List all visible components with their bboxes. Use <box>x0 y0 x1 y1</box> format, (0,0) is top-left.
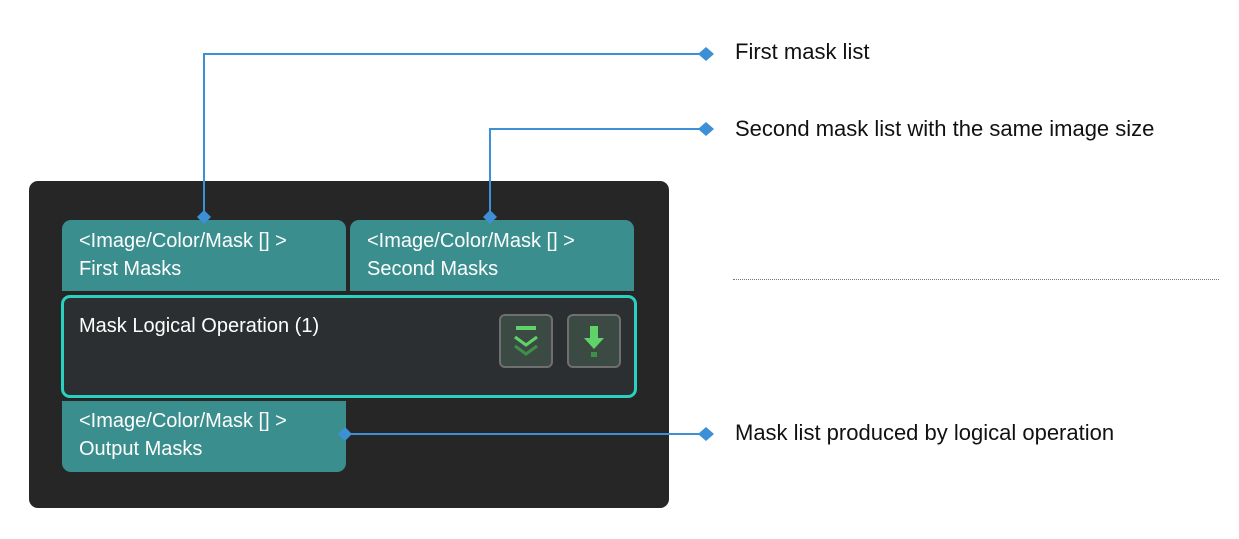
port-marker-second-masks <box>483 210 497 224</box>
annotation-second-mask-list: Second mask list with the same image siz… <box>735 116 1155 141</box>
dotted-divider <box>733 279 1219 280</box>
output-port-output-masks[interactable]: <Image/Color/Mask [] > Output Masks <box>62 401 346 472</box>
input-port-first-masks[interactable]: <Image/Color/Mask [] > First Masks <box>62 220 346 291</box>
port-name-label: Second Masks <box>367 258 499 280</box>
port-name-label: Output Masks <box>79 438 203 460</box>
download-button[interactable] <box>567 314 621 368</box>
annotation-output-mask-list: Mask list produced by logical operation <box>735 420 1115 445</box>
mask-logical-operation-node[interactable]: Mask Logical Operation (1) <box>61 295 637 398</box>
arrow-down-icon <box>584 326 604 357</box>
port-name-label: First Masks <box>79 258 182 280</box>
port-type-label: <Image/Color/Mask [] > <box>79 230 287 252</box>
port-marker-output-masks <box>338 427 352 441</box>
port-type-label: <Image/Color/Mask [] > <box>79 410 287 432</box>
connector-second-masks <box>489 128 706 217</box>
port-type-label: <Image/Color/Mask [] > <box>367 230 575 252</box>
annotation-first-mask-list: First mask list <box>735 39 870 64</box>
callout-marker-output-masks <box>698 427 714 441</box>
callout-marker-second-masks <box>698 122 714 136</box>
connector-first-masks <box>203 53 706 217</box>
input-port-second-masks[interactable]: <Image/Color/Mask [] > Second Masks <box>350 220 634 291</box>
port-marker-first-masks <box>197 210 211 224</box>
double-chevron-down-icon <box>514 326 538 356</box>
collapse-button[interactable] <box>499 314 553 368</box>
callout-marker-first-masks <box>698 47 714 61</box>
node-title: Mask Logical Operation (1) <box>79 315 320 337</box>
